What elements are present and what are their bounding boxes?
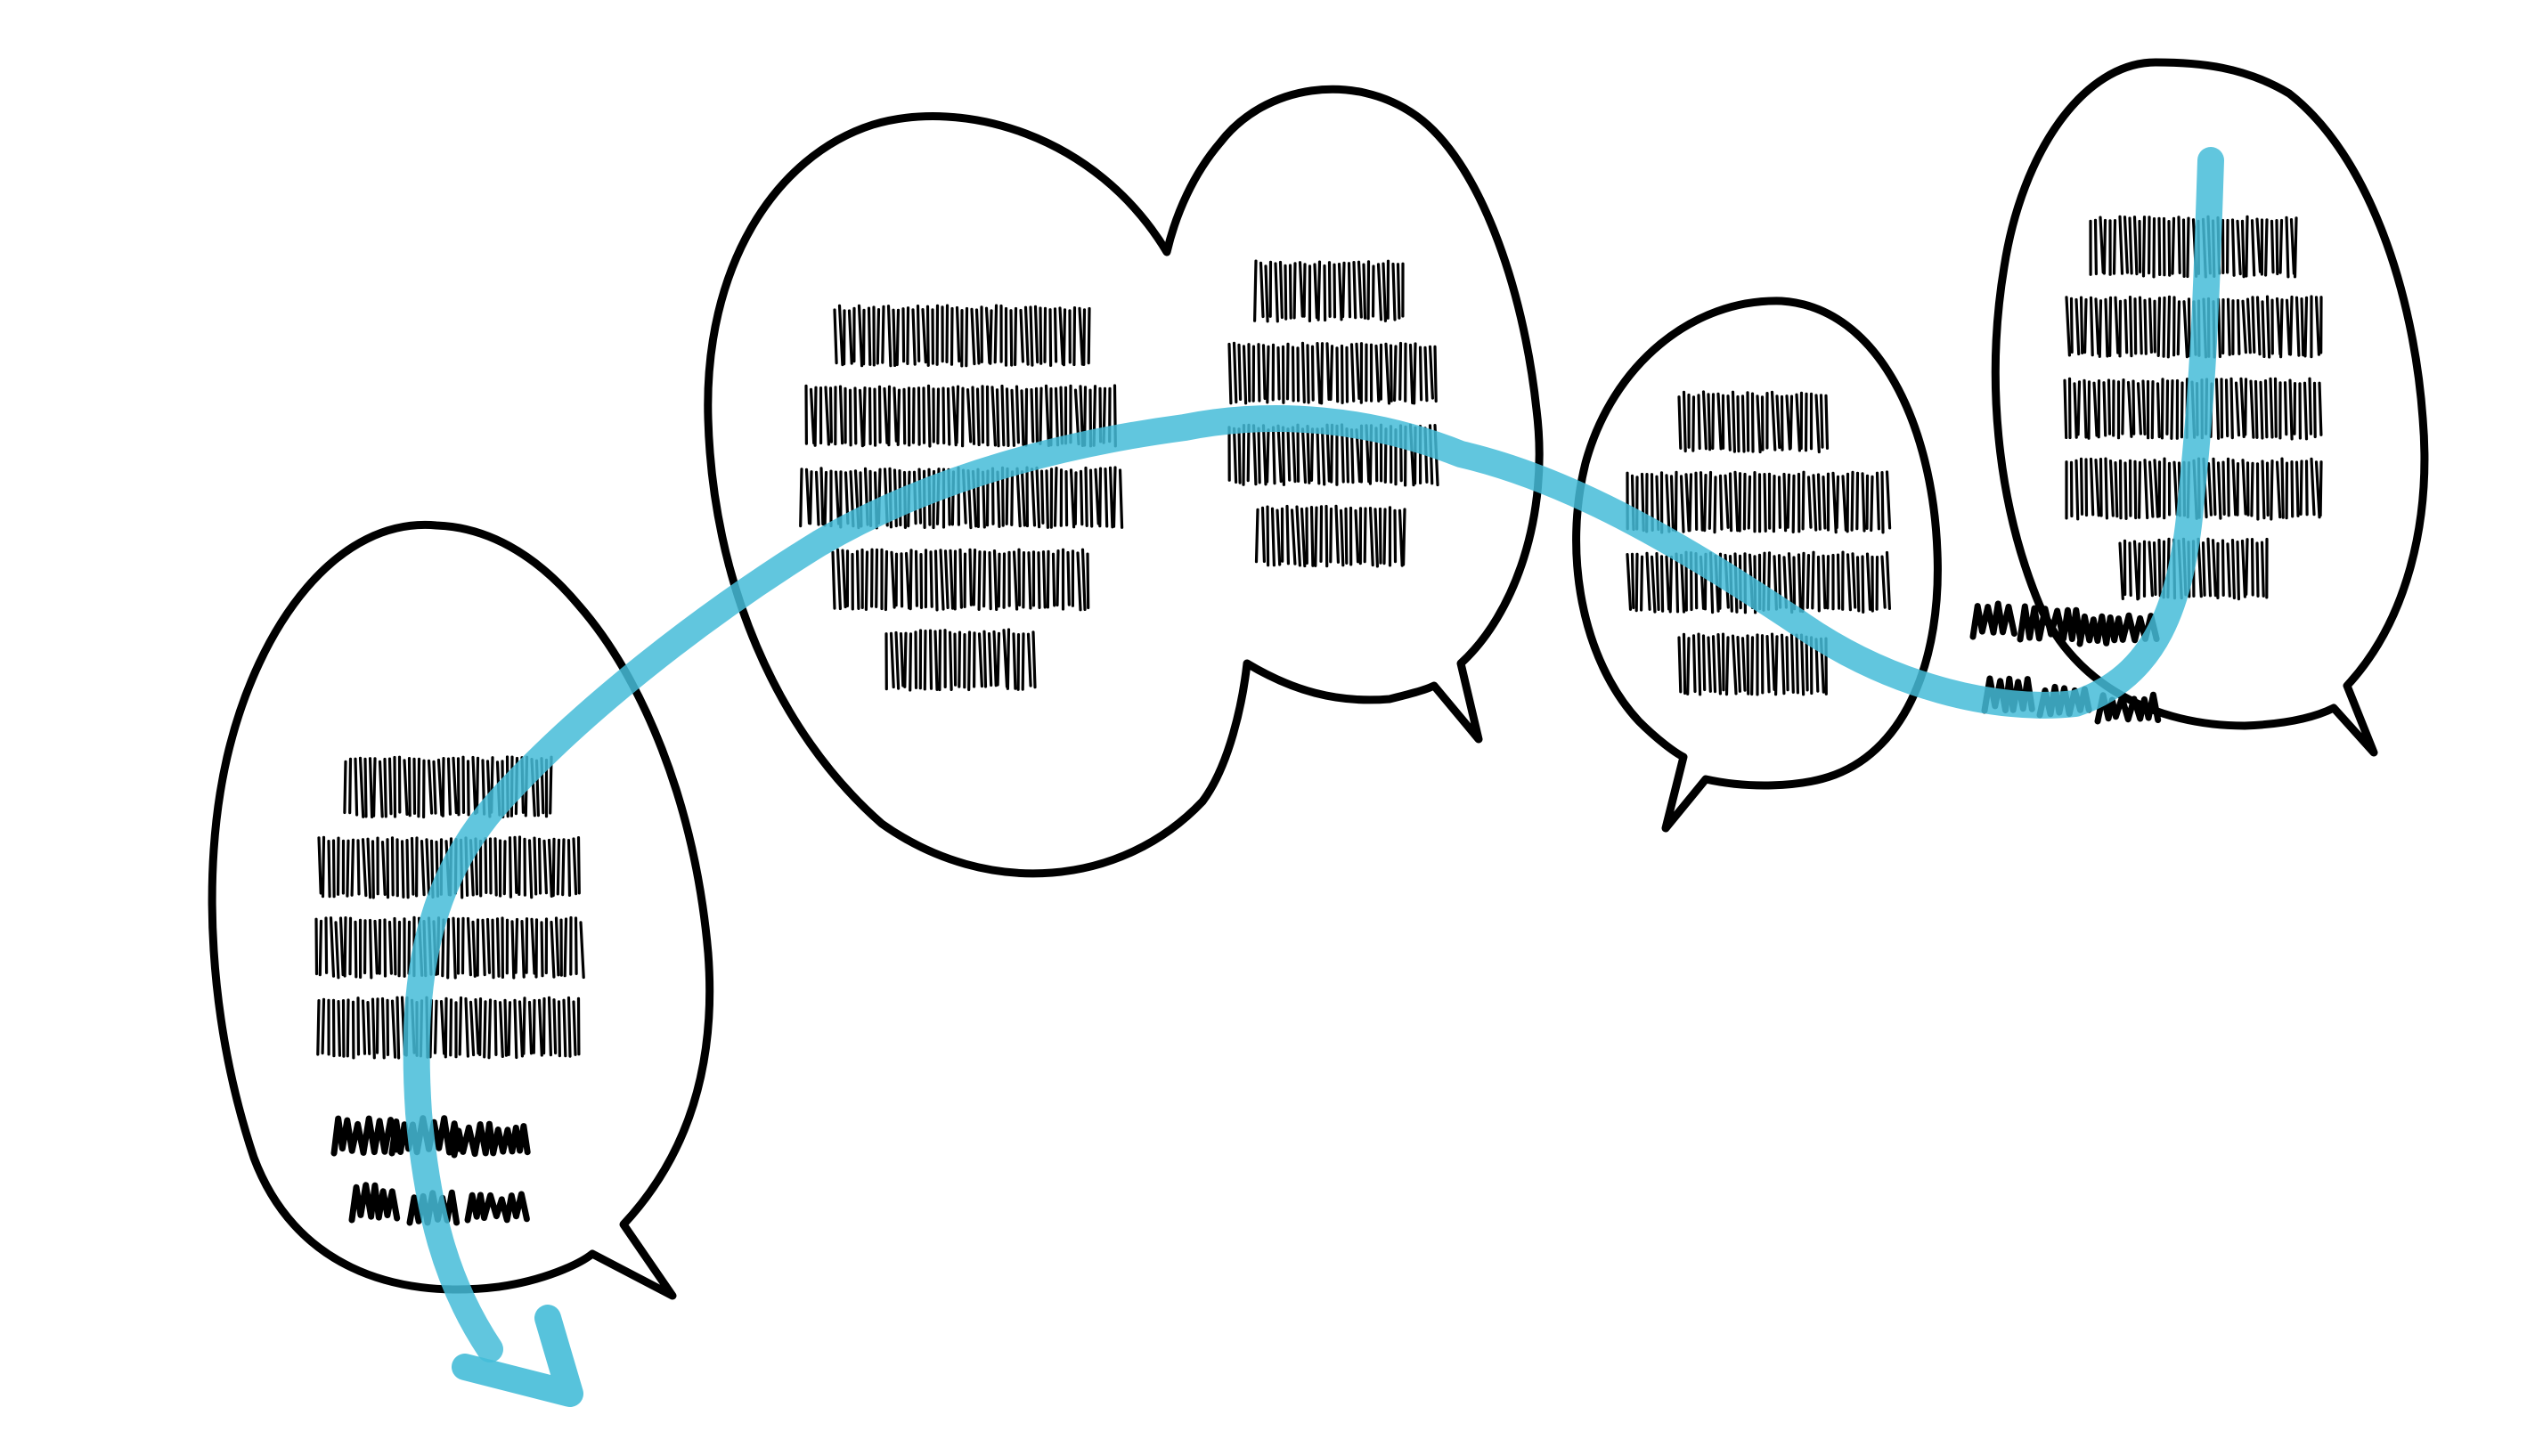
curved-arrow-icon [403, 147, 2224, 1362]
signature-squiggle [330, 1115, 400, 1157]
text-scribble-line [831, 548, 1090, 612]
signature-squiggle [464, 1191, 530, 1224]
flow-arrow [403, 147, 2224, 1407]
text-scribble-line [1677, 390, 1830, 454]
text-scribble-line [833, 304, 1091, 368]
text-scribble-line [804, 384, 1117, 448]
text-scribbles [2063, 215, 2323, 601]
signature-squiggle [451, 1120, 531, 1159]
text-scribble-line [1254, 504, 1406, 568]
speech-bubble-1 [208, 520, 714, 1300]
signature-squiggle [2094, 691, 2162, 725]
signature-squiggle [2076, 612, 2160, 647]
text-scribble-line [1253, 259, 1405, 323]
speech-bubble-icon [1572, 297, 1942, 833]
text-scribble-line [1227, 341, 1438, 405]
signature-squiggle [1969, 600, 2017, 640]
speech-bubble-icon [208, 520, 714, 1300]
arrowhead-icon [452, 1305, 583, 1407]
text-scribble-line [1626, 470, 1892, 534]
speech-bubble-3 [1572, 297, 1942, 833]
text-scribble-line [884, 628, 1037, 692]
text-scribbles [799, 259, 1439, 692]
speech-bubble-2 [704, 85, 1544, 878]
signature-squiggle [2017, 603, 2083, 643]
text-scribble-line [1677, 632, 1828, 696]
signature-squiggle [348, 1182, 401, 1224]
text-scribble-line [1227, 423, 1439, 487]
